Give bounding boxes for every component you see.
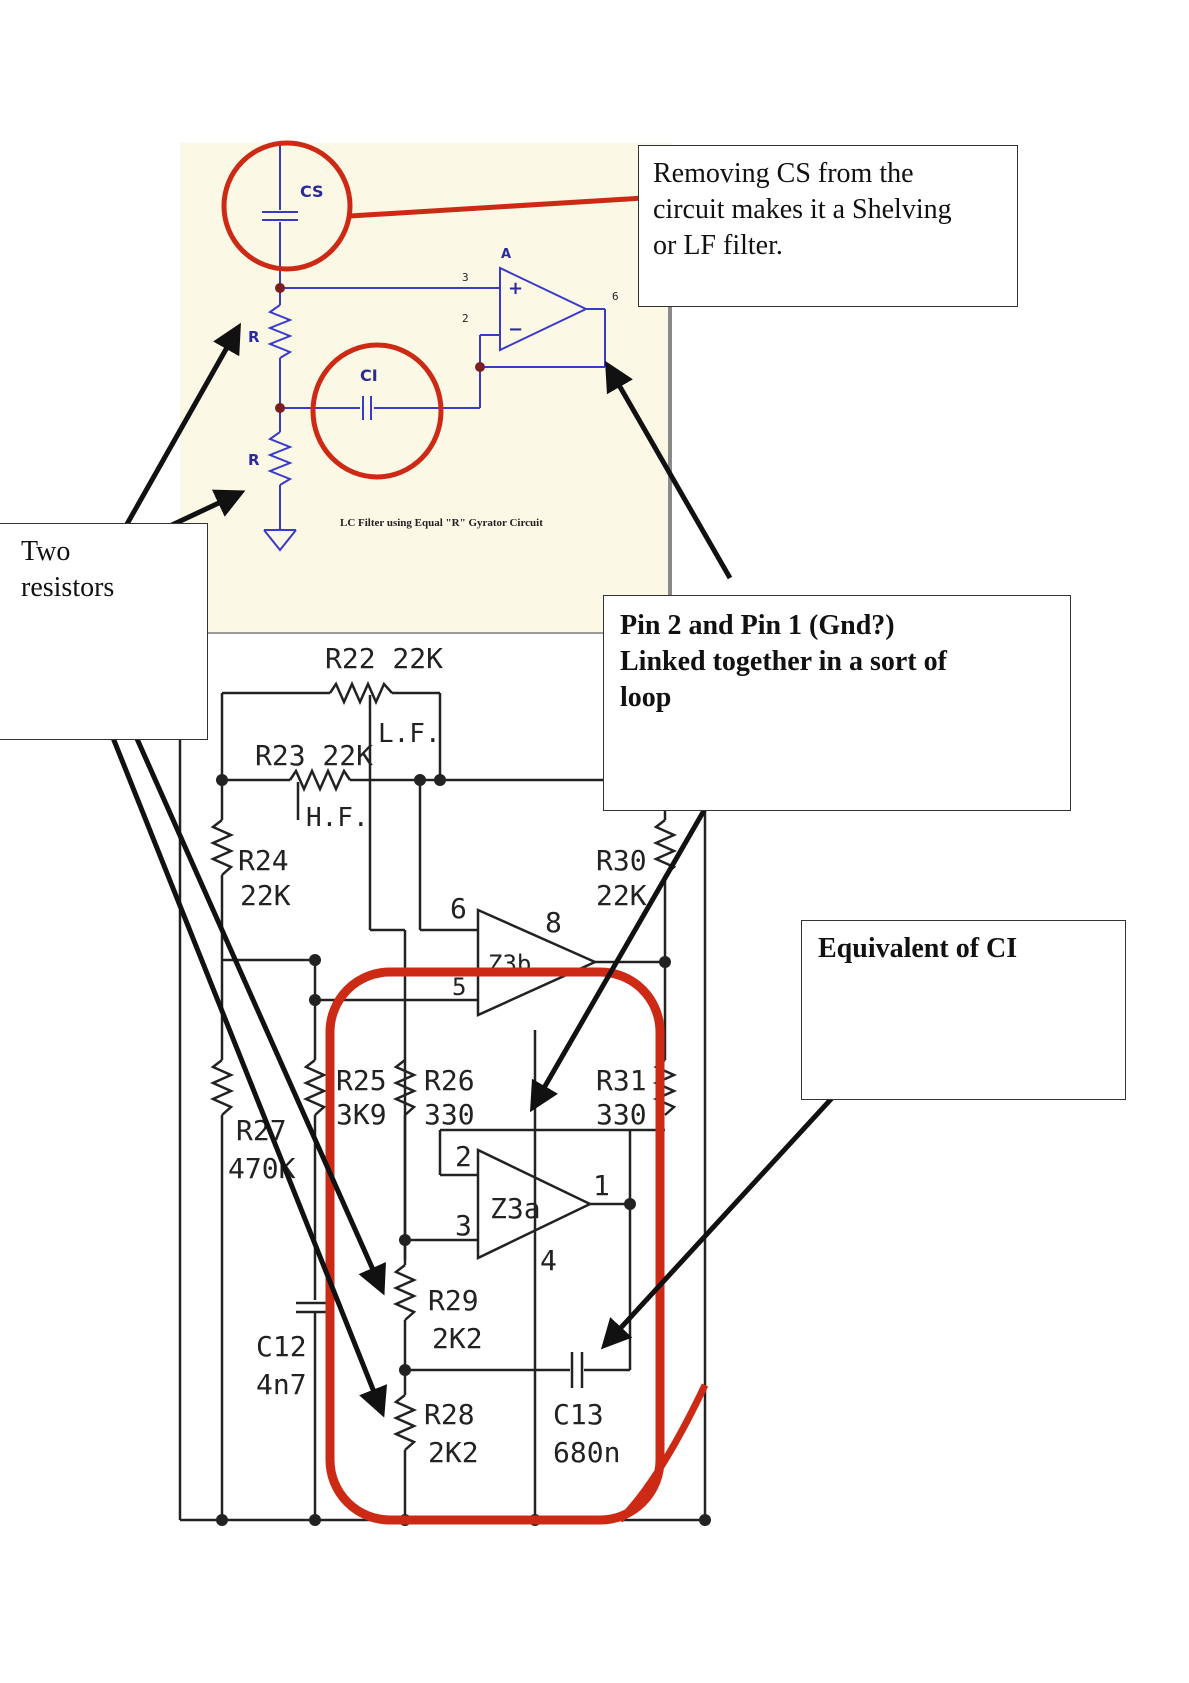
cs-removal-callout: Removing CS from the circuit makes it a …: [638, 145, 1018, 307]
arrow-to-upper-r: [115, 322, 241, 542]
z3b-pin5: 5: [452, 973, 466, 1001]
highlight-stroke-tail: [617, 1383, 709, 1523]
r-lower-label: R: [248, 451, 260, 469]
c12-name: C12: [256, 1330, 307, 1363]
z3a-pin2: 2: [455, 1140, 472, 1173]
hf-label: H.F.: [306, 803, 369, 833]
opamp-minus-sign: −: [508, 319, 523, 340]
opamp-a-label: A: [501, 247, 511, 262]
ci-label: CI: [360, 366, 378, 385]
r31-value: 330: [596, 1098, 647, 1131]
c13-name: C13: [553, 1398, 604, 1431]
cs-label: CS: [300, 182, 324, 201]
z3a-pin1: 1: [593, 1169, 610, 1202]
equivalent-ci-text: Equivalent of CI: [818, 933, 1018, 964]
gyrator-caption: LC Filter using Equal "R" Gyrator Circui…: [340, 517, 543, 529]
cs-callout-connector: [349, 194, 661, 219]
equivalent-ci-callout: Equivalent of CI: [801, 920, 1126, 1100]
gyrator-equivalent-highlight: [325, 967, 665, 1525]
cs-removal-text: Removing CS from the circuit makes it a …: [653, 158, 952, 261]
two-resistors-callout: Two resistors: [0, 523, 208, 740]
r23-label: R23 22K: [255, 739, 373, 772]
r25-value: 3K9: [336, 1098, 387, 1131]
r28-value: 2K2: [428, 1436, 479, 1469]
pin-loop-text: Pin 2 and Pin 1 (Gnd?) Linked together i…: [620, 610, 947, 713]
r31-name: R31: [596, 1064, 647, 1097]
gyrator-pin3-label: 3: [462, 271, 469, 284]
r26-name: R26: [424, 1064, 475, 1097]
z3a-pin3: 3: [455, 1209, 472, 1242]
r30-name: R30: [596, 844, 647, 877]
c12-value: 4n7: [256, 1368, 307, 1401]
cs-highlight-circle: [221, 140, 353, 272]
r29-name: R29: [428, 1284, 479, 1317]
r24-name: R24: [238, 844, 289, 877]
gyrator-schematic: CS CI R R A 3 2 6 + − LC Filter using Eq…: [180, 140, 672, 634]
filter-schematic: R22 22K L.F. R23 22K H.F. R24 22K R30 22…: [178, 635, 711, 1526]
c13-value: 680n: [553, 1436, 620, 1469]
lf-label: L.F.: [378, 719, 441, 749]
r24-value: 22K: [240, 879, 291, 912]
arrow-to-r28: [61, 614, 388, 1418]
r25-name: R25: [336, 1064, 387, 1097]
r30-value: 22K: [596, 879, 647, 912]
z3a-label: Z3a: [490, 1192, 541, 1225]
r26-value: 330: [424, 1098, 475, 1131]
arrow-to-gyrator-loop: [605, 360, 733, 580]
gyrator-pin6-label: 6: [612, 290, 619, 303]
z3b-pin6: 6: [450, 892, 467, 925]
opamp-plus-sign: +: [508, 278, 523, 299]
ci-highlight-circle: [310, 342, 444, 480]
gyrator-background: [180, 143, 672, 633]
gyrator-pin2-label: 2: [462, 312, 469, 325]
two-resistors-text: Two resistors: [21, 536, 115, 603]
r27-name: R27: [236, 1114, 287, 1147]
r28-name: R28: [424, 1398, 475, 1431]
r-upper-label: R: [248, 328, 260, 346]
r22-label: R22 22K: [325, 642, 443, 675]
r29-value: 2K2: [432, 1322, 483, 1355]
z3a-pin4: 4: [540, 1244, 557, 1277]
pin-loop-callout: Pin 2 and Pin 1 (Gnd?) Linked together i…: [603, 595, 1071, 811]
z3b-pin8: 8: [545, 906, 562, 939]
